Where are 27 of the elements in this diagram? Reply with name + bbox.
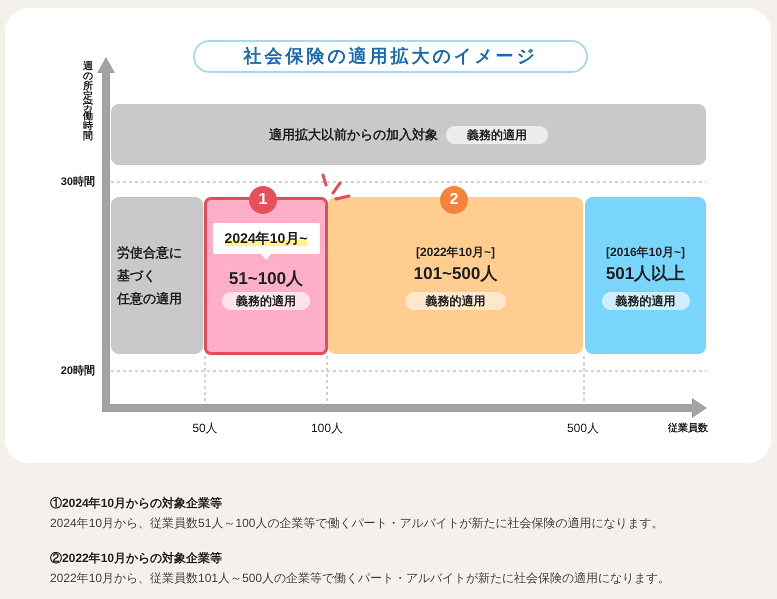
tick-label: 500人 (566, 420, 600, 436)
date-text: [2016年10月~] (604, 244, 686, 260)
title-banner: 社会保険の適用拡大のイメージ (193, 40, 588, 73)
tick-label: 30時間 (60, 175, 95, 190)
axis-title: 従業員数 (668, 422, 708, 436)
tick-label: 50人 (191, 420, 219, 436)
tick-label: 20時間 (60, 364, 95, 379)
tick-label: 100人 (310, 420, 344, 436)
date-text: [2022年10月~] (414, 244, 496, 260)
note-heading: ②2022年10月からの対象企業等 (50, 550, 222, 566)
status-pill: 義務的適用 (446, 126, 548, 144)
date-callout: 2024年10月~ (212, 223, 320, 260)
status-pill: 義務的適用 (405, 292, 506, 310)
status-pill: 義務的適用 (602, 292, 690, 310)
note-text: 2024年10月から、従業員数51人～100人の企業等で働くパート・アルバイトが新たに社会保険の適用になります。 (50, 515, 664, 531)
note-text: 2022年10月から、従業員数101人～500人の企業等で働くパート・アルバイトが新たに社会保険の適用になります。 (50, 570, 670, 586)
count-text: 51~100人 (228, 268, 304, 290)
category-block (111, 197, 203, 354)
status-pill: 義務的適用 (222, 292, 310, 310)
category-block (585, 197, 706, 354)
note-heading: ①2024年10月からの対象企業等 (50, 495, 222, 511)
count-text: 101~500人 (412, 263, 498, 285)
block-text: 労使合意に基づく任意の適用 (117, 244, 183, 308)
band (111, 104, 706, 165)
axis-title: 週の所定労働時間 (83, 62, 93, 142)
band-text: 適用拡大以前からの加入対象 (269, 126, 438, 144)
count-text: 501人以上 (604, 263, 686, 285)
